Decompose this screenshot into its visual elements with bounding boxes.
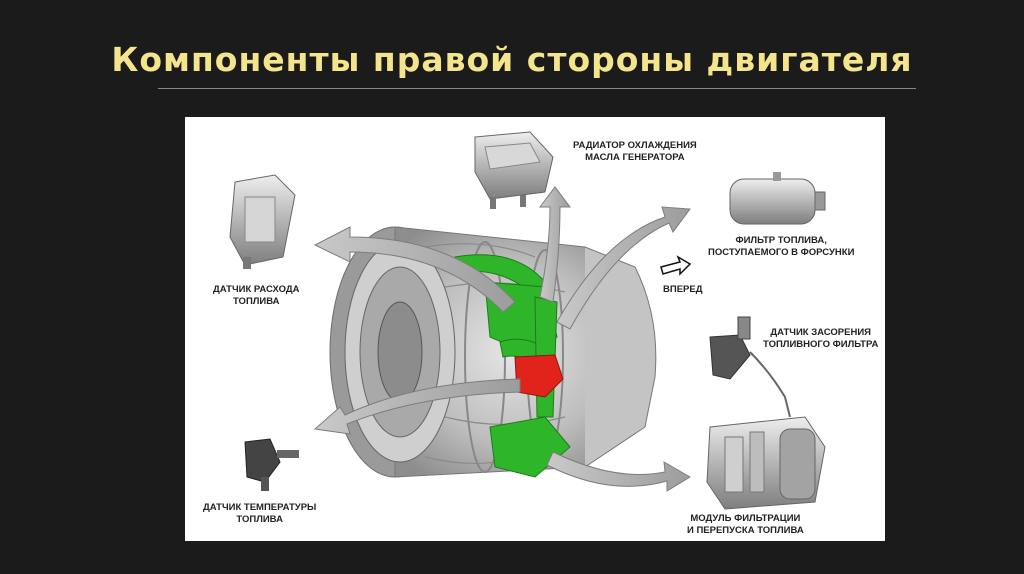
fuel-filter-label: ФИЛЬТР ТОПЛИВА, ПОСТУПАЕМОГО В ФОРСУНКИ [708, 235, 854, 259]
oil-cooler-part [474, 131, 554, 209]
fuel-flow-sensor-label: ДАТЧИК РАСХОДА ТОПЛИВА [213, 284, 300, 308]
filter-bypass-module-label-line2: И ПЕРЕПУСКА ТОПЛИВА [687, 525, 804, 536]
forward-arrow-icon [660, 255, 692, 276]
forward-label: ВПЕРЕД [663, 284, 703, 295]
filter-bypass-module-label: МОДУЛЬ ФИЛЬТРАЦИИ И ПЕРЕПУСКА ТОПЛИВА [687, 513, 804, 537]
engine-illustration [229, 131, 826, 510]
filter-clog-sensor-label: ДАТЧИК ЗАСОРЕНИЯ ТОПЛИВНОГО ФИЛЬТРА [763, 327, 878, 351]
engine-diagram: РАДИАТОР ОХЛАЖДЕНИЯ МАСЛА ГЕНЕРАТОРА ДАТ… [185, 117, 885, 541]
fuel-filter-part [729, 172, 826, 225]
slide-title: Компоненты правой стороны двигателя [111, 40, 913, 79]
fuel-system-highlight [454, 254, 571, 478]
fuel-flow-sensor-label-line1: ДАТЧИК РАСХОДА [213, 284, 300, 295]
fuel-temp-sensor-part [244, 438, 299, 491]
fuel-filter-label-line2: ПОСТУПАЕМОГО В ФОРСУНКИ [708, 247, 855, 258]
filter-clog-sensor-label-line2: ТОПЛИВНОГО ФИЛЬТРА [763, 339, 879, 350]
oil-cooler-label-line1: РАДИАТОР ОХЛАЖДЕНИЯ [573, 140, 697, 151]
callout-arrows [313, 186, 691, 492]
title-divider [158, 88, 916, 89]
fuel-temp-sensor-label-line1: ДАТЧИК ТЕМПЕРАТУРЫ [203, 502, 317, 513]
fuel-filter-label-line1: ФИЛЬТР ТОПЛИВА, [735, 235, 827, 246]
fuel-flow-sensor-label-line2: ТОПЛИВА [232, 296, 280, 307]
fuel-temp-sensor-label: ДАТЧИК ТЕМПЕРАТУРЫ ТОПЛИВА [203, 502, 316, 526]
filter-clog-sensor-part [709, 316, 791, 418]
oil-cooler-label-line2: МАСЛА ГЕНЕРАТОРА [585, 152, 685, 163]
filter-bypass-module-label-line1: МОДУЛЬ ФИЛЬТРАЦИИ [690, 513, 801, 524]
filter-clog-sensor-label-line1: ДАТЧИК ЗАСОРЕНИЯ [770, 327, 871, 338]
fuel-temp-sensor-label-line2: ТОПЛИВА [236, 514, 283, 525]
fuel-flow-sensor-part [229, 174, 296, 269]
oil-cooler-label: РАДИАТОР ОХЛАЖДЕНИЯ МАСЛА ГЕНЕРАТОРА [573, 140, 697, 164]
filter-bypass-module-part [706, 416, 826, 510]
